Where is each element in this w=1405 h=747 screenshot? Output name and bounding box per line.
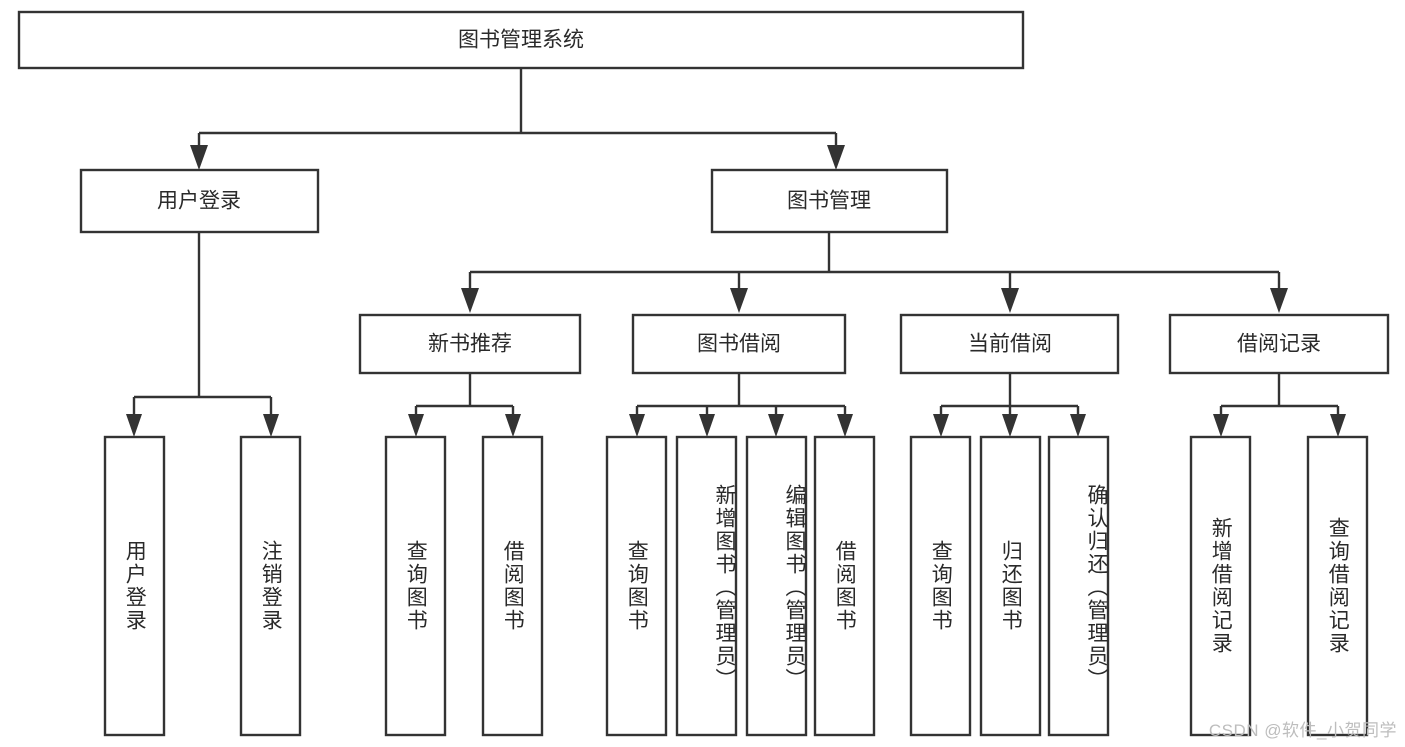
leaf-edit-book-box[interactable] [745,435,808,737]
node-root-label: 图书管理系统 [458,29,584,52]
connector-book-manage-bus [468,232,1281,294]
connectors-group [126,68,1346,437]
arrow-to-book-manage [827,145,845,170]
arrow-to-leaf-logout [263,414,279,437]
node-user-login-box[interactable] [79,168,320,234]
node-book-manage-box[interactable] [710,168,949,234]
arrow-to-leaf-query-book-1 [408,414,424,437]
leaf-query-record-box[interactable] [1306,435,1369,737]
leaf-query-book-2-box[interactable] [605,435,668,737]
node-book-borrow[interactable]: 图书借阅 [631,313,847,375]
arrow-to-leaf-user-login [126,414,142,437]
watermark-text: CSDN @软件_小贺同学 [1208,721,1397,740]
node-borrow-record[interactable]: 借阅记录 [1168,313,1390,375]
leaf-query-book-1-box[interactable] [384,435,447,737]
node-new-book-recommend-box[interactable] [358,313,582,375]
leaf-add-book-box[interactable] [675,435,738,737]
arrow-to-leaf-edit-book [768,414,784,437]
leaf-boxes-group [103,435,1369,737]
connector-borrow-record-bus [1219,373,1340,424]
arrow-to-leaf-query-book-3 [933,414,949,437]
node-current-borrow-label: 当前借阅 [968,333,1052,356]
connector-new-book-bus [414,373,515,424]
arrow-to-leaf-query-book-2 [629,414,645,437]
arrow-to-leaf-borrow-book-1 [505,414,521,437]
leaf-query-book-3-box[interactable] [909,435,972,737]
arrow-to-leaf-confirm-return [1070,414,1086,437]
arrow-to-leaf-borrow-book-2 [837,414,853,437]
connector-book-borrow-bus [635,373,847,424]
leaf-confirm-return-box[interactable] [1047,435,1110,737]
leaf-borrow-book-2-box[interactable] [813,435,876,737]
node-borrow-record-box[interactable] [1168,313,1390,375]
node-book-borrow-label: 图书借阅 [697,333,781,356]
arrow-to-borrow-record [1270,288,1288,313]
arrow-to-leaf-query-record [1330,414,1346,437]
node-borrow-record-label: 借阅记录 [1237,333,1321,356]
leaf-return-book-box[interactable] [979,435,1042,737]
node-root-box[interactable] [17,10,1025,70]
arrow-to-new-book-recommend [461,288,479,313]
arrow-to-book-borrow [730,288,748,313]
arrow-to-current-borrow [1001,288,1019,313]
node-user-login-label: 用户登录 [157,190,241,213]
connector-root-bus [197,68,838,152]
leaf-user-login-box[interactable] [103,435,166,737]
arrow-to-user-login [190,145,208,170]
arrow-to-leaf-add-book [699,414,715,437]
node-book-manage-label: 图书管理 [787,190,871,213]
leaf-add-record-box[interactable] [1189,435,1252,737]
node-new-book-recommend-label: 新书推荐 [428,333,512,356]
node-new-book-recommend[interactable]: 新书推荐 [358,313,582,375]
node-current-borrow-box[interactable] [899,313,1120,375]
node-book-borrow-box[interactable] [631,313,847,375]
connector-user-login-bus [132,232,273,417]
node-root[interactable]: 图书管理系统 [17,10,1025,70]
leaf-borrow-book-1-box[interactable] [481,435,544,737]
arrow-to-leaf-add-record [1213,414,1229,437]
node-current-borrow[interactable]: 当前借阅 [899,313,1120,375]
arrow-to-leaf-return-book [1002,414,1018,437]
node-book-manage[interactable]: 图书管理 [710,168,949,234]
leaf-logout-box[interactable] [239,435,302,737]
node-user-login[interactable]: 用户登录 [79,168,320,234]
